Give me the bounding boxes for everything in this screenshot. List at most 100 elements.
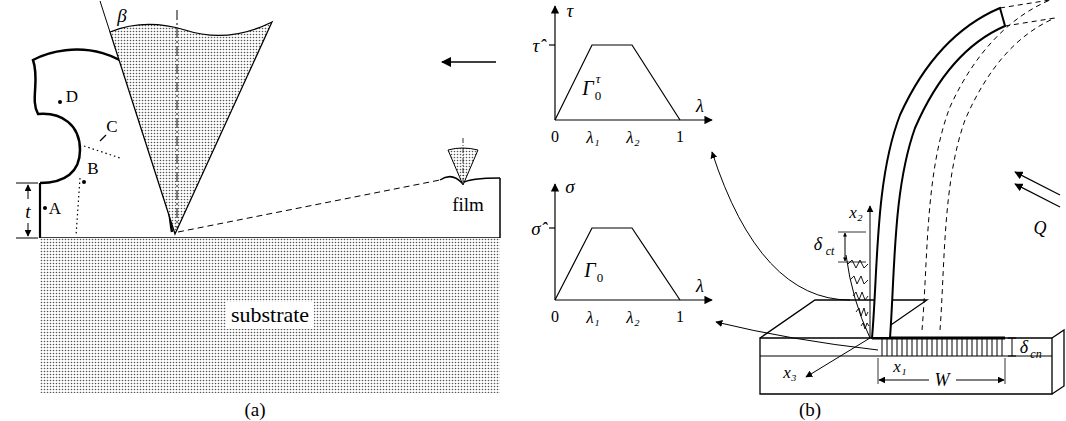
scratch-test-sketch: [16, 1, 500, 238]
panel-label: (b): [799, 400, 821, 419]
figure-part: [177, 10, 178, 228]
figure-part: [922, 338, 923, 356]
figure-part: [760, 338, 1052, 394]
figure-part: [549, 227, 555, 228]
figure-part: [716, 322, 878, 350]
figure-part: [917, 338, 918, 356]
figure-part: [1000, 0, 1055, 26]
figure-part: [879, 380, 929, 381]
figure-part: [39, 183, 41, 238]
figure-part: [942, 338, 943, 356]
figure-part: [40, 238, 500, 393]
figure-part: [992, 338, 993, 356]
figure-part: [845, 233, 846, 247]
figure-part: [972, 338, 973, 356]
figure-part: [956, 380, 1004, 381]
figure-part: [977, 338, 978, 356]
axis-label: λ: [696, 277, 704, 295]
figure-part: [82, 180, 86, 184]
figure-part: [1005, 358, 1006, 384]
axis-label: x₃: [783, 364, 796, 381]
figure-part: [882, 338, 1002, 356]
figure-part: [878, 358, 879, 384]
dimension-label: t: [25, 202, 30, 221]
figure-part: [43, 206, 47, 210]
figure-part: [845, 247, 846, 261]
dimension-label: δ: [1020, 338, 1028, 356]
traction-law-plots: [549, 6, 712, 300]
figure-part: [861, 323, 869, 329]
substrate-region: substrate: [40, 238, 500, 393]
figure-part: [987, 338, 988, 356]
figure-part: [16, 183, 38, 184]
figure-part: [882, 338, 883, 356]
figure-part: [806, 338, 870, 377]
panel-label: (a): [244, 400, 265, 419]
symbol-subscript: 0: [597, 271, 604, 284]
figure-part: [846, 255, 870, 338]
figure-part: [555, 299, 712, 300]
figure-part: [838, 232, 866, 262]
figure-part: [982, 338, 983, 356]
region-label: substrate: [226, 302, 314, 328]
figure-part: [1015, 184, 1060, 207]
tick-label: λ₂: [626, 309, 639, 326]
figure-part: [1052, 330, 1064, 394]
figure-part: [554, 6, 555, 120]
figure-part: [853, 292, 868, 300]
figure-part: [870, 206, 871, 338]
figure-part: [957, 338, 958, 356]
figure-part: [555, 119, 712, 120]
figure-part: [902, 338, 903, 356]
figure-part: [1002, 338, 1003, 356]
axis-label: x₂: [849, 204, 862, 221]
figure-part: [760, 300, 927, 338]
figure-part: [940, 18, 1055, 330]
point-label: B: [87, 160, 98, 177]
figure-part: [872, 337, 1005, 340]
tick-label: 0: [551, 129, 559, 145]
figure-part: [997, 338, 998, 356]
tick-label: 1: [676, 309, 684, 325]
figure-part: [892, 338, 893, 356]
figure-part: [937, 338, 938, 356]
figure-part: [952, 338, 953, 356]
figure-part: [932, 338, 933, 356]
figure-part: [856, 308, 868, 316]
figure-part: [927, 338, 928, 356]
figure-part: [110, 22, 272, 234]
angle-label: β: [117, 6, 126, 25]
figure-part: [178, 180, 440, 232]
figure-part: [58, 100, 62, 104]
point-label: D: [66, 88, 78, 105]
figure-part: [555, 45, 680, 120]
tick-label: λ₂: [626, 129, 639, 146]
figure-part: [100, 135, 106, 141]
point-label: A: [49, 200, 61, 217]
tick-label: 1: [676, 129, 684, 145]
layer-label: film: [452, 195, 484, 214]
point-label: C: [106, 118, 117, 135]
symbol-subscript: cn: [1030, 348, 1041, 360]
figure-part: [912, 338, 913, 356]
figure-part: [848, 260, 868, 268]
tick-label: λ₁: [586, 309, 599, 326]
symbol-subscript: ct: [826, 245, 835, 257]
figure-part: [554, 184, 555, 300]
axis-label: x₁: [893, 358, 906, 375]
tick-label: λ₁: [586, 129, 599, 146]
figure-part: [76, 178, 80, 236]
axis-label: λ: [696, 97, 704, 115]
axis-value: σ̂: [531, 219, 540, 238]
figure-part: [947, 338, 948, 356]
symbol-subscript: 0: [595, 89, 602, 102]
figure-part: [100, 1, 110, 32]
axis-label: σ: [565, 177, 574, 196]
figure-part: [440, 177, 500, 183]
figure-part: [1015, 172, 1060, 195]
energy-symbol: Γ: [582, 78, 593, 98]
figure-part: [84, 146, 120, 158]
figure-part: [907, 338, 908, 356]
peeling-sketch: [712, 0, 1064, 394]
tick-label: 0: [551, 309, 559, 325]
